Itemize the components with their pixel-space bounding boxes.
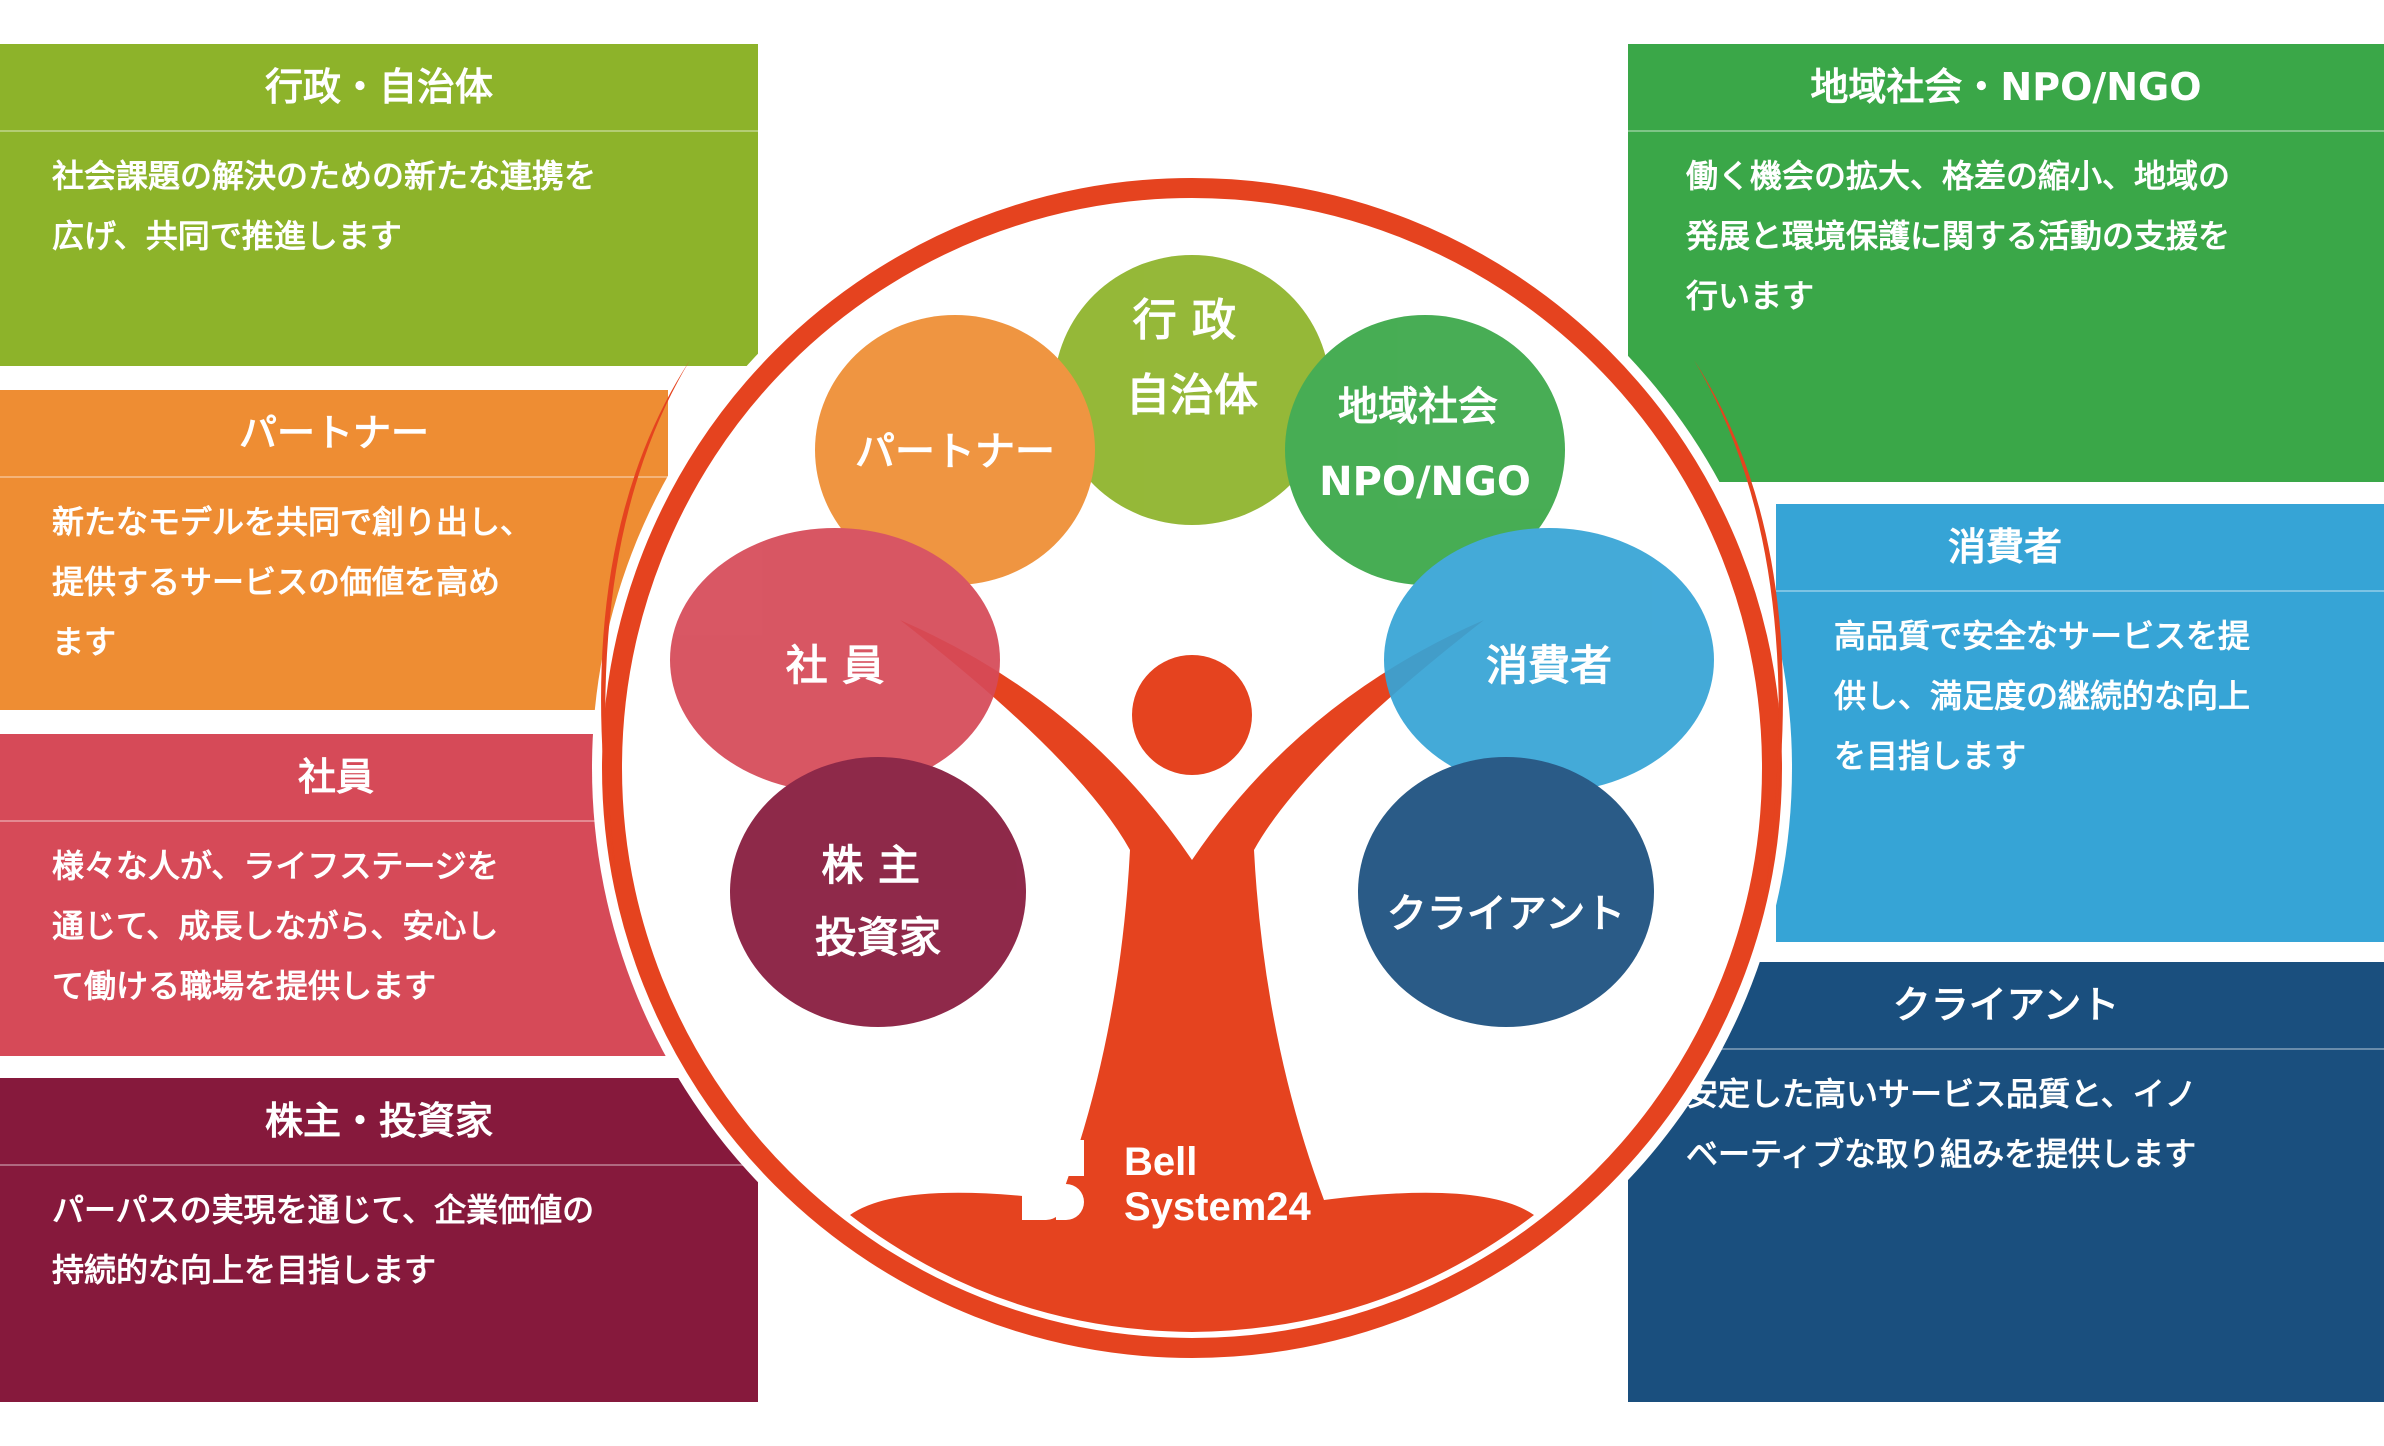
panel-shareholder: 株主・投資家 パーパスの実現を通じて、企業価値の 持続的な向上を目指します <box>0 1078 758 1402</box>
logo-text-line2: System24 <box>1124 1185 1312 1229</box>
panel-client: クライアント 安定した高いサービス品質と、イノ ベーティブな取り組みを提供します <box>1628 962 2384 1402</box>
panel-title: 行政・自治体 <box>0 44 758 132</box>
panel-body: 新たなモデルを共同で創り出し、 提供するサービスの価値を高め ます <box>52 503 533 661</box>
panel-title: 地域社会・NPO/NGO <box>1628 44 2384 132</box>
petal-consumer <box>1384 528 1714 792</box>
logo-mark <box>1022 1140 1084 1220</box>
panel-title: クライアント <box>1628 962 2384 1050</box>
petal-label-shareholder: 株 主 投資家 <box>815 841 941 962</box>
panel-partner: パートナー 新たなモデルを共同で創り出し、 提供するサービスの価値を高め ます <box>0 390 668 710</box>
tree-trunk <box>850 620 1534 1332</box>
panel-body: 様々な人が、ライフステージを 通じて、成長しながら、安心し て働ける職場を提供し… <box>52 847 499 1005</box>
person-head <box>1132 655 1252 775</box>
panel-title: パートナー <box>0 390 668 478</box>
bell-system24-logo: Bell System24 <box>1022 1140 1312 1229</box>
petal-community <box>1285 315 1565 585</box>
petal-client <box>1358 757 1654 1027</box>
panel-consumer: 消費者 高品質で安全なサービスを提 供し、満足度の継続的な向上 を目指します <box>1776 504 2384 942</box>
panel-body: 働く機会の拡大、格差の縮小、地域の 発展と環境保護に関する活動の支援を 行います <box>1686 157 2231 315</box>
petal-shareholder <box>730 757 1026 1027</box>
panel-body: 高品質で安全なサービスを提 供し、満足度の継続的な向上 を目指します <box>1834 617 2251 775</box>
panel-community: 地域社会・NPO/NGO 働く機会の拡大、格差の縮小、地域の 発展と環境保護に関… <box>1628 44 2384 482</box>
panel-body: パーパスの実現を通じて、企業価値の 持続的な向上を目指します <box>52 1191 595 1289</box>
petal-label-community: 地域社会 NPO/NGO <box>1319 384 1531 505</box>
panel-body: 社会課題の解決のための新たな連携を 広げ、共同で推進します <box>52 157 597 255</box>
petal-label-consumer: 消費者 <box>1486 641 1612 690</box>
petal-label-employee: 社 員 <box>786 641 885 690</box>
panel-employee: 社員 様々な人が、ライフステージを 通じて、成長しながら、安心し て働ける職場を… <box>0 734 672 1056</box>
petal-label-government: 行 政 自治体 <box>1126 295 1258 421</box>
petal-employee <box>670 528 1000 792</box>
panel-body: 安定した高いサービス品質と、イノ ベーティブな取り組みを提供します <box>1686 1075 2197 1173</box>
petal-partner <box>815 315 1095 585</box>
petal-label-client: クライアント <box>1387 891 1625 937</box>
panel-title: 消費者 <box>1776 504 2384 592</box>
outer-ring <box>602 178 1782 1358</box>
panel-government: 行政・自治体 社会課題の解決のための新たな連携を 広げ、共同で推進します <box>0 44 758 366</box>
petal-label-partner: パートナー <box>855 429 1055 475</box>
panel-title: 社員 <box>0 734 672 822</box>
logo-text-line1: Bell <box>1124 1140 1197 1184</box>
petal-government <box>1054 255 1330 525</box>
panel-title: 株主・投資家 <box>0 1078 758 1166</box>
